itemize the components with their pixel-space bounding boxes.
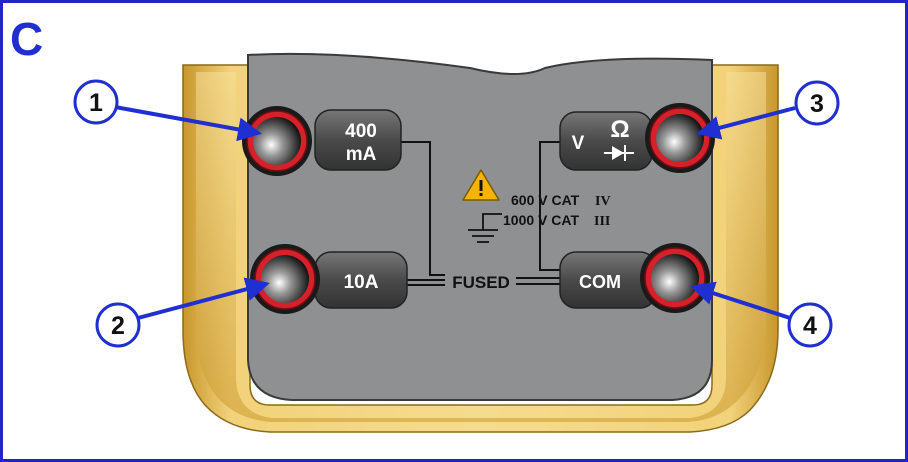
jack-400ma bbox=[242, 106, 312, 176]
jack-10a bbox=[250, 244, 320, 314]
rating-line-2: 1000 V CAT bbox=[503, 212, 579, 228]
callout-1: 1 bbox=[73, 79, 119, 125]
label-ma: mA bbox=[346, 144, 377, 165]
rating-line-1-category: IV bbox=[595, 194, 611, 209]
panel-letter: C bbox=[10, 13, 43, 65]
internal-wiring bbox=[398, 141, 562, 286]
label-pill-com: COM bbox=[559, 251, 657, 309]
callout-2: 2 bbox=[95, 302, 141, 348]
jack-com bbox=[640, 243, 710, 313]
arrow-1 bbox=[114, 105, 262, 142]
arrow-4 bbox=[690, 281, 791, 320]
svg-text:3: 3 bbox=[810, 90, 824, 118]
label-400: 400 bbox=[345, 121, 377, 142]
callout-4: 4 bbox=[787, 302, 833, 348]
warning-icon bbox=[462, 169, 500, 201]
svg-text:4: 4 bbox=[803, 312, 817, 340]
label-ohm: Ω bbox=[610, 116, 629, 143]
diode-icon bbox=[604, 145, 634, 161]
label-v: V bbox=[572, 133, 585, 154]
label-pill-volt-ohm: V Ω bbox=[559, 111, 653, 171]
label-pill-10a: 10A bbox=[314, 251, 408, 309]
arrow-2 bbox=[137, 277, 270, 320]
rating-line-1: 600 V CAT bbox=[511, 192, 580, 208]
ground-icon bbox=[468, 213, 502, 243]
callout-3: 3 bbox=[794, 80, 840, 126]
rating-line-2-category: III bbox=[594, 214, 610, 229]
label-pill-400ma: 400 mA bbox=[314, 109, 402, 171]
holster bbox=[182, 64, 779, 433]
label-10a: 10A bbox=[344, 272, 379, 293]
svg-text:1: 1 bbox=[89, 89, 103, 117]
svg-text:2: 2 bbox=[111, 312, 125, 340]
fused-label: FUSED bbox=[452, 273, 510, 292]
label-com: COM bbox=[579, 272, 621, 292]
callout-arrows bbox=[114, 105, 796, 320]
jack-volt-ohm bbox=[645, 103, 715, 173]
arrow-3 bbox=[696, 106, 796, 140]
terminal-panel bbox=[247, 52, 713, 401]
